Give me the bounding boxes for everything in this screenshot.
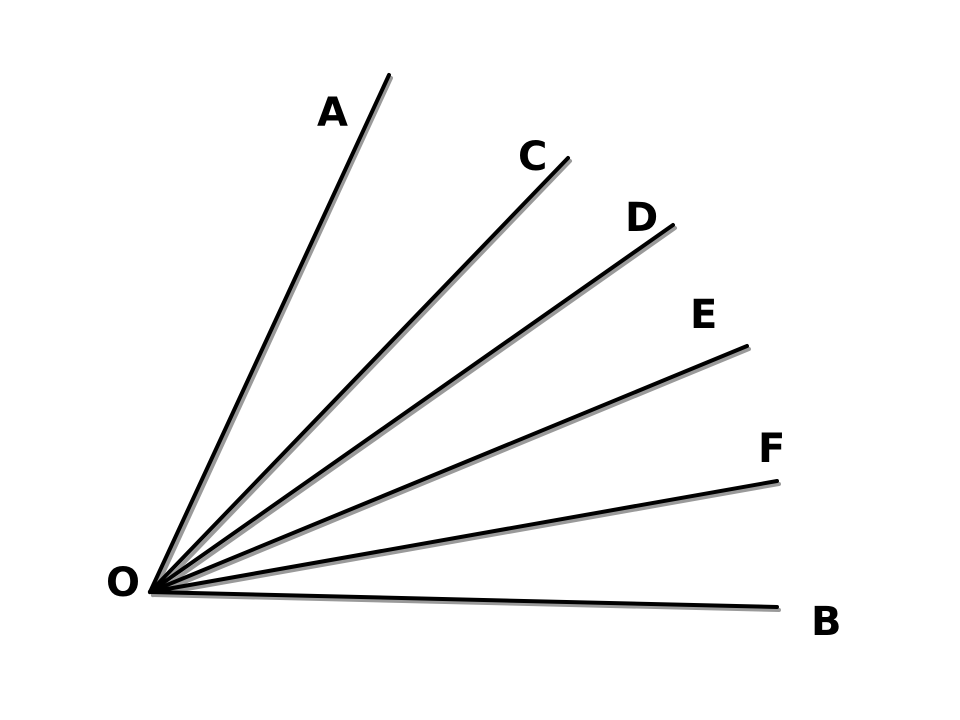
ray-oe-shadow — [151, 347, 751, 597]
ray-of — [148, 479, 779, 594]
ray-od-shadow — [151, 226, 677, 597]
ray-od — [148, 223, 675, 594]
label-vertex-o: O — [106, 560, 140, 606]
label-c: C — [518, 134, 547, 180]
ray-of-shadow — [151, 482, 781, 597]
ray-oa — [148, 73, 391, 594]
label-f: F — [758, 426, 785, 472]
ray-ob-shadow — [151, 593, 781, 612]
ray-oc — [148, 156, 570, 594]
ray-oa-shadow — [151, 76, 393, 597]
ray-shadows — [151, 76, 781, 612]
label-e: E — [690, 292, 717, 338]
label-b: B — [811, 599, 842, 645]
label-d: D — [625, 195, 658, 241]
point-labels: A C D E F B O — [106, 90, 842, 645]
ray-oe — [148, 344, 749, 594]
rays — [148, 73, 779, 609]
label-a: A — [317, 90, 348, 136]
ray-ob — [148, 590, 779, 609]
ray-oc-shadow — [151, 159, 572, 597]
